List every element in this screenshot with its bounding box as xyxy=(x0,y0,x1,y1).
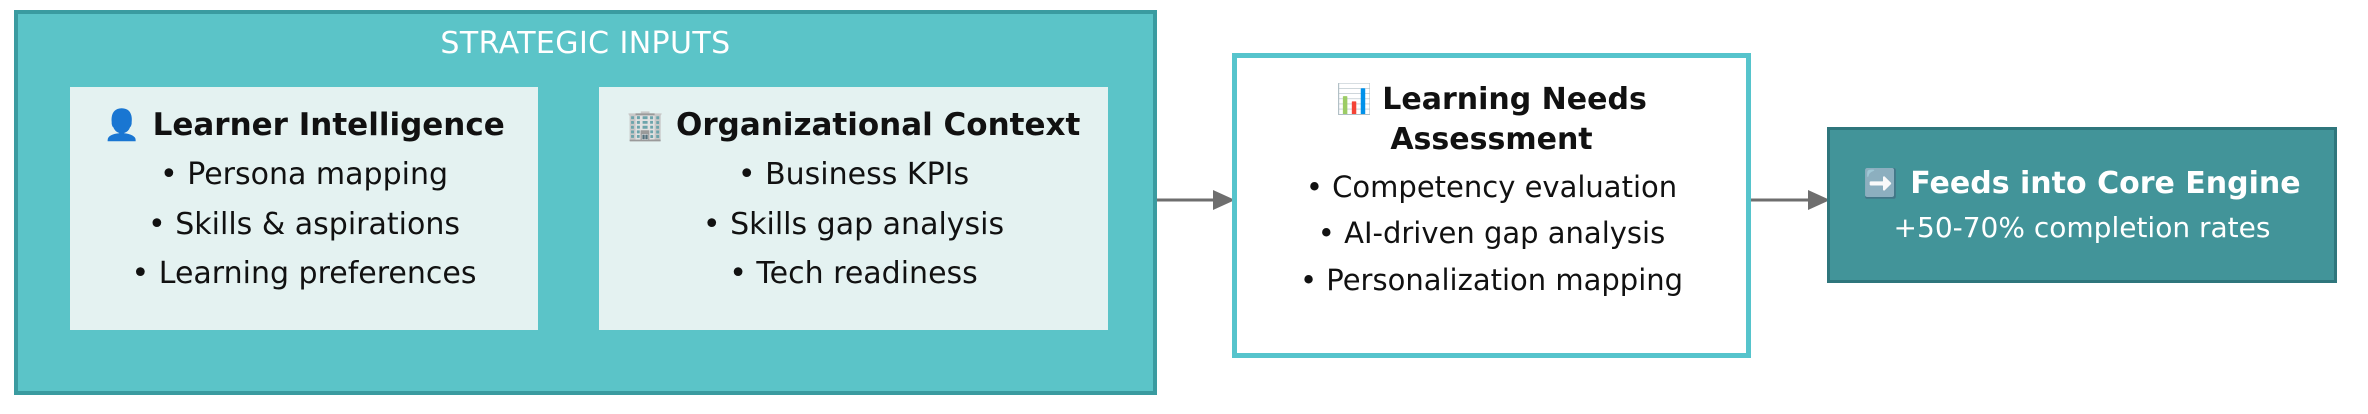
card-heading-text: Organizational Context xyxy=(676,107,1081,143)
list-item: • Business KPIs xyxy=(737,157,970,193)
assessment-heading-text: Learning Needs Assessment xyxy=(1382,82,1647,157)
list-item: • Personalization mapping xyxy=(1299,262,1684,297)
person-bust-icon: 👤 xyxy=(103,107,141,143)
feeds-into-core-engine-box[interactable]: ➡️ Feeds into Core Engine +50-70% comple… xyxy=(1827,127,2337,283)
list-item: • Skills gap analysis xyxy=(702,206,1005,242)
card-heading-text: Learner Intelligence xyxy=(152,107,505,143)
arrow-inputs-to-assessment xyxy=(1157,185,1235,215)
bar-chart-icon: 📊 xyxy=(1336,82,1373,116)
strategic-inputs-group: STRATEGIC INPUTS 👤 Learner Intelligence … xyxy=(14,10,1157,395)
learning-needs-assessment-box[interactable]: 📊 Learning Needs Assessment • Competency … xyxy=(1232,53,1751,358)
card-heading-row: 👤 Learner Intelligence xyxy=(103,107,505,144)
list-item: • Competency evaluation xyxy=(1305,170,1678,205)
outcome-subtext: +50-70% completion rates xyxy=(1893,211,2271,244)
right-arrow-button-icon: ➡️ xyxy=(1863,167,1899,200)
outcome-heading: ➡️ Feeds into Core Engine xyxy=(1863,166,2300,201)
arrow-right-icon xyxy=(1751,190,1830,210)
list-item: • Tech readiness xyxy=(729,256,978,292)
group-title: STRATEGIC INPUTS xyxy=(440,26,731,61)
card-heading-row: 🏢 Organizational Context xyxy=(627,107,1081,144)
list-item: • Persona mapping xyxy=(159,157,449,193)
list-item: • Skills & aspirations xyxy=(148,206,460,242)
arrow-right-icon xyxy=(1157,190,1235,210)
arrow-assessment-to-outcome xyxy=(1751,185,1830,215)
card-learner-intelligence[interactable]: 👤 Learner Intelligence • Persona mapping… xyxy=(70,87,538,330)
list-item: • AI-driven gap analysis xyxy=(1317,216,1666,251)
assessment-heading: 📊 Learning Needs Assessment xyxy=(1282,80,1702,159)
office-building-icon: 🏢 xyxy=(626,107,664,143)
list-item: • Learning preferences xyxy=(131,256,477,292)
card-organizational-context[interactable]: 🏢 Organizational Context • Business KPIs… xyxy=(599,87,1108,330)
outcome-heading-text: Feeds into Core Engine xyxy=(1910,166,2301,201)
